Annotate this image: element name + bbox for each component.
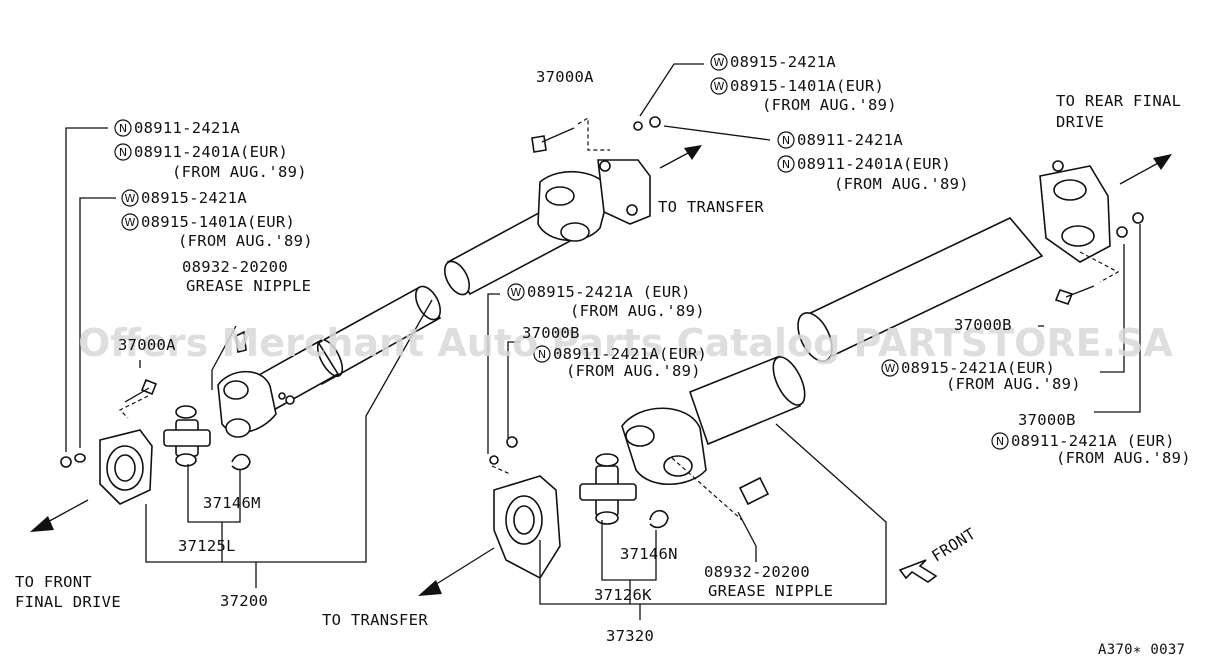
label-to-rear-final-2: DRIVE bbox=[1056, 113, 1104, 131]
svg-text:N: N bbox=[119, 146, 127, 159]
label-n-08911-2421A-top-right: 08911-2421A bbox=[797, 131, 903, 149]
label-from-aug89-right-w: (FROM AUG.'89) bbox=[946, 375, 1081, 393]
label-w-08915-2421A-eur-right: 08915-2421A(EUR) bbox=[901, 359, 1055, 377]
label-37200: 37200 bbox=[220, 592, 268, 610]
marker-symbols: W W N N N N W W W N W N bbox=[114, 53, 1009, 450]
label-37000B-right: 37000B bbox=[1018, 411, 1076, 429]
label-n-08911-2401A-left: 08911-2401A(EUR) bbox=[134, 143, 288, 161]
front-propeller-shaft bbox=[60, 159, 651, 505]
label-n-08911-2421A-left: 08911-2421A bbox=[134, 119, 240, 137]
label-37320: 37320 bbox=[606, 627, 654, 645]
label-to-transfer-top: TO TRANSFER bbox=[658, 198, 764, 216]
label-37000B-right-upper: 37000B bbox=[954, 316, 1012, 334]
rear-propeller-shaft bbox=[489, 160, 1144, 580]
svg-text:N: N bbox=[996, 435, 1004, 448]
label-diagram-code: A370∗ 0037 bbox=[1098, 642, 1185, 658]
svg-text:N: N bbox=[538, 348, 546, 361]
svg-text:N: N bbox=[782, 158, 790, 171]
leader-lines bbox=[65, 63, 1141, 620]
label-37146M: 37146M bbox=[203, 494, 261, 512]
label-w-08915-2421A-left: 08915-2421A bbox=[141, 189, 247, 207]
label-to-front-2: FINAL DRIVE bbox=[15, 593, 121, 611]
label-to-front-1: TO FRONT bbox=[15, 573, 92, 591]
svg-text:W: W bbox=[125, 192, 136, 205]
label-to-rear-final-1: TO REAR FINAL bbox=[1056, 92, 1181, 110]
svg-text:N: N bbox=[119, 122, 127, 135]
watermark-text: Offers Merchant Auto Parts Catalog PARTS… bbox=[78, 321, 1173, 365]
svg-text:W: W bbox=[125, 216, 136, 229]
label-w-08915-2421A-eur-mid: 08915-2421A (EUR) bbox=[527, 283, 691, 301]
label-37126K: 37126K bbox=[594, 586, 652, 604]
label-37000A-left: 37000A bbox=[118, 336, 176, 354]
label-37000A-top: 37000A bbox=[536, 68, 594, 86]
part-labels: 37000A 08915-2421A 08915-1401A(EUR) (FRO… bbox=[15, 53, 1191, 658]
svg-text:W: W bbox=[714, 56, 725, 69]
label-37125L: 37125L bbox=[178, 537, 236, 555]
label-w-08915-1401A-top: 08915-1401A(EUR) bbox=[730, 77, 884, 95]
label-from-aug89-left-n: (FROM AUG.'89) bbox=[172, 163, 307, 181]
label-from-aug89-mid-n: (FROM AUG.'89) bbox=[566, 362, 701, 380]
svg-text:W: W bbox=[714, 80, 725, 93]
label-grease-part-left: 08932-20200 bbox=[182, 258, 288, 276]
svg-text:N: N bbox=[782, 134, 790, 147]
label-from-aug89-mid-w: (FROM AUG.'89) bbox=[570, 302, 705, 320]
label-37146N: 37146N bbox=[620, 545, 678, 563]
label-to-transfer-bottom: TO TRANSFER bbox=[322, 611, 428, 629]
label-grease-name-bottom: GREASE NIPPLE bbox=[708, 582, 833, 600]
label-from-aug89-top: (FROM AUG.'89) bbox=[762, 96, 897, 114]
svg-text:W: W bbox=[885, 362, 896, 375]
svg-text:W: W bbox=[511, 286, 522, 299]
label-n-08911-2421A-eur-right: 08911-2421A (EUR) bbox=[1011, 432, 1175, 450]
label-37000B-mid: 37000B bbox=[522, 324, 580, 342]
label-from-aug89-top-right: (FROM AUG.'89) bbox=[834, 175, 969, 193]
label-w-08915-1401A-left: 08915-1401A(EUR) bbox=[141, 213, 295, 231]
label-front: FRONT bbox=[929, 525, 979, 566]
bolt-37000A-top bbox=[531, 116, 661, 153]
label-w-08915-2421A-top: 08915-2421A bbox=[730, 53, 836, 71]
direction-arrows bbox=[30, 145, 1172, 596]
label-n-08911-2421A-eur-mid: 08911-2421A(EUR) bbox=[553, 345, 707, 363]
label-from-aug89-right-n: (FROM AUG.'89) bbox=[1056, 449, 1191, 467]
label-n-08911-2401A-top-right: 08911-2401A(EUR) bbox=[797, 155, 951, 173]
label-grease-name-left: GREASE NIPPLE bbox=[186, 277, 311, 295]
label-grease-part-bottom: 08932-20200 bbox=[704, 563, 810, 581]
label-from-aug89-left-w: (FROM AUG.'89) bbox=[178, 232, 313, 250]
